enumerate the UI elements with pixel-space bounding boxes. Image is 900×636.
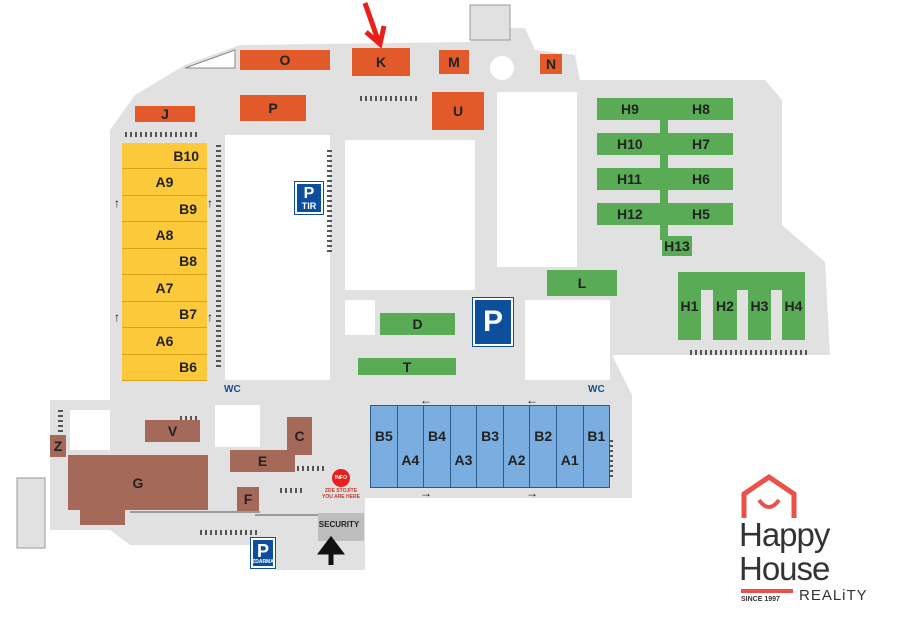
parking-tir-label: TIR	[301, 200, 317, 211]
info-marker[interactable]: INFO	[332, 469, 350, 487]
parking-icon: P	[303, 184, 315, 202]
arrow-up-icon: ↑	[207, 310, 213, 324]
building-f[interactable]: F	[237, 487, 259, 511]
building-b6[interactable]: B6	[122, 354, 207, 381]
you-are-here-cz: ZDE STOJÍTE	[324, 488, 358, 494]
parking-main[interactable]: P	[472, 297, 514, 347]
building-b2[interactable]: B2	[530, 406, 557, 487]
building-column-yellow: B10 A9 B9 A8 B8 A7 B7 A6 B6	[122, 143, 207, 381]
building-h-block	[678, 272, 805, 290]
building-t[interactable]: T	[358, 358, 456, 375]
building-v[interactable]: V	[145, 420, 200, 442]
house-smile-icon	[741, 474, 797, 518]
parking-icon: P	[256, 540, 269, 561]
logo-since: SINCE 1997	[741, 596, 780, 603]
building-a4[interactable]: A4	[397, 406, 425, 487]
building-b8[interactable]: B8	[122, 248, 207, 276]
building-a9[interactable]: A9	[122, 169, 207, 196]
building-p[interactable]: P	[240, 95, 306, 121]
building-b10[interactable]: B10	[122, 143, 207, 170]
building-h3[interactable]: H3	[748, 272, 771, 340]
logo-house: House	[739, 550, 830, 587]
logo-happy: Happy	[739, 516, 830, 553]
arrow-right-icon: →	[420, 486, 432, 500]
building-block-blue: B5 A4 B4 A3 B3 A2 B2 A1 B1	[370, 405, 610, 488]
logo-bar	[741, 589, 793, 593]
security-gate[interactable]: SECURITY	[318, 520, 360, 529]
building-h7[interactable]: H7	[692, 136, 710, 152]
building-b9[interactable]: B9	[122, 195, 207, 223]
parking-stripes	[297, 466, 325, 471]
parking-icon: P	[482, 305, 503, 338]
building-b5[interactable]: B5	[371, 406, 398, 487]
parking-stripes	[608, 440, 613, 480]
parking-stripes	[280, 488, 302, 493]
building-a3[interactable]: A3	[450, 406, 478, 487]
building-h6[interactable]: H6	[692, 171, 710, 187]
building-g-wing	[80, 505, 125, 525]
building-b3[interactable]: B3	[477, 406, 504, 487]
parking-stripes	[690, 350, 810, 355]
building-h-row	[597, 98, 733, 120]
happy-house-logo: Happy House SINCE 1997 REALiTY	[735, 472, 875, 607]
wc-label: WC	[588, 384, 605, 395]
parking-free-label: ZDARMA	[252, 558, 274, 565]
building-d[interactable]: D	[380, 313, 455, 335]
building-z[interactable]: Z	[50, 435, 66, 457]
building-h13[interactable]: H13	[662, 236, 692, 256]
building-h11[interactable]: H11	[617, 171, 642, 187]
arrow-up-icon: ↑	[114, 310, 120, 324]
building-b1[interactable]: B1	[583, 406, 610, 487]
building-h8[interactable]: H8	[692, 101, 710, 117]
building-m[interactable]: M	[439, 50, 469, 74]
building-h4[interactable]: H4	[782, 272, 805, 340]
building-a6[interactable]: A6	[122, 328, 207, 355]
arrow-left-icon: ←	[526, 393, 538, 407]
building-e[interactable]: E	[230, 450, 295, 472]
logo-reality: REALiTY	[799, 587, 868, 604]
parking-stripes	[216, 145, 221, 370]
parking-stripes	[125, 132, 200, 137]
parking-stripes	[360, 96, 420, 101]
building-h12[interactable]: H12	[617, 206, 643, 222]
parking-stripes	[180, 416, 200, 421]
parking-stripes	[58, 410, 63, 435]
building-h1[interactable]: H1	[678, 272, 701, 340]
arrow-left-icon: ←	[420, 393, 432, 407]
building-u[interactable]: U	[432, 92, 484, 130]
building-l[interactable]: L	[547, 270, 617, 296]
building-k[interactable]: K	[352, 48, 410, 76]
wc-label: WC	[224, 384, 241, 395]
building-o[interactable]: O	[240, 50, 330, 70]
building-c[interactable]: C	[287, 417, 312, 455]
pointer-arrow	[362, 2, 381, 41]
building-n[interactable]: N	[540, 54, 562, 74]
building-b7[interactable]: B7	[122, 301, 207, 329]
arrow-up-icon: ↑	[207, 196, 213, 210]
arrow-right-icon: →	[526, 486, 538, 500]
building-h-row	[597, 168, 733, 190]
you-are-here-label: ZDE STOJÍTE YOU ARE HERE	[316, 488, 366, 500]
building-b4[interactable]: B4	[424, 406, 451, 487]
arrow-up-icon: ↑	[114, 196, 120, 210]
building-g[interactable]: G	[68, 455, 208, 510]
building-a7[interactable]: A7	[122, 275, 207, 302]
building-h2[interactable]: H2	[713, 272, 737, 340]
building-a1[interactable]: A1	[556, 406, 584, 487]
building-h10[interactable]: H10	[617, 136, 643, 152]
building-j[interactable]: J	[135, 106, 195, 122]
building-a8[interactable]: A8	[122, 222, 207, 249]
parking-stripes	[200, 530, 260, 535]
building-h-row	[597, 203, 733, 225]
building-a2[interactable]: A2	[503, 406, 531, 487]
building-h9[interactable]: H9	[621, 101, 639, 117]
building-h5[interactable]: H5	[692, 206, 710, 222]
building-h-row	[597, 133, 733, 155]
you-are-here-en: YOU ARE HERE	[322, 494, 360, 500]
parking-stripes	[327, 150, 332, 255]
